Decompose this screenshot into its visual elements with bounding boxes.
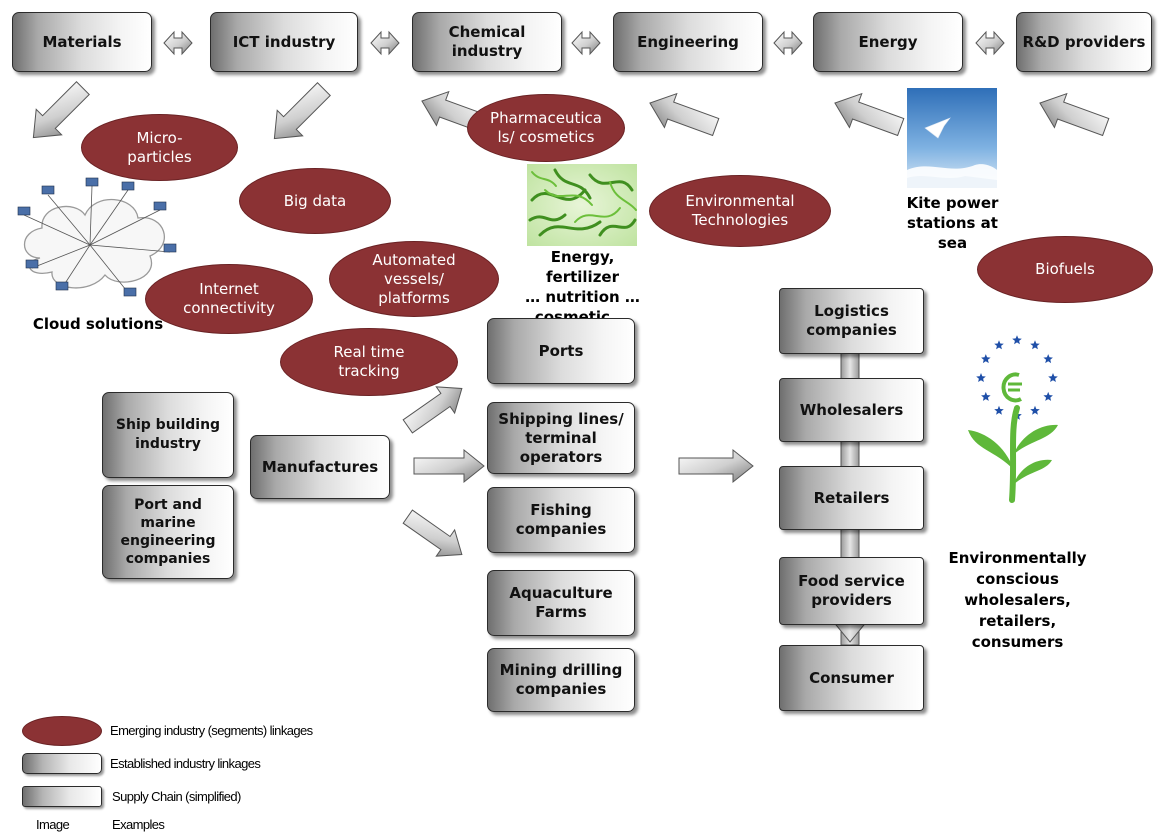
oval-internet-connectivity: Internet connectivity	[145, 264, 313, 334]
ecolabel-star	[994, 405, 1004, 415]
arrow-manufactures-fishing	[402, 509, 463, 557]
oval-environmental-technologies: Environmental Technologies	[649, 175, 831, 247]
top-box-chemical-industry: Chemical industry	[412, 12, 562, 72]
ecolabel-star	[1030, 405, 1040, 415]
top-box-engineering: Engineering	[613, 12, 763, 72]
oval-real-time-tracking: Real time tracking	[280, 328, 458, 396]
kite-photo	[907, 88, 997, 188]
oval-automated-vessels: Automated vessels/ platforms	[329, 241, 499, 317]
oval-biofuels: Biofuels	[977, 236, 1153, 303]
arrow-rnd-down	[1039, 92, 1110, 137]
legend-established-label: Established industry linkages	[110, 756, 261, 771]
double-arrow-materials-ict	[163, 30, 193, 56]
legend-image-label: Image	[36, 817, 70, 832]
oval-microparticles: Micro- particles	[81, 114, 238, 181]
supply-box-logistics: Logistics companies	[779, 288, 924, 354]
legend-emerging-swatch	[22, 716, 102, 746]
caption-cloud-solutions: Cloud solutions	[32, 315, 164, 333]
double-arrow-ict-chemical	[370, 30, 400, 56]
box-aquaculture-farms: Aquaculture Farms	[487, 570, 635, 636]
caption-algae-uses: Energy, fertilizer … nutrition … cosmeti…	[525, 248, 640, 326]
legend-supply-chain-swatch	[22, 786, 102, 807]
oval-big-data: Big data	[239, 168, 391, 234]
arrow-materials-down	[32, 81, 90, 139]
box-port-marine-engineering: Port and marine engineering companies	[102, 485, 234, 579]
double-arrow-chemical-engineering	[571, 30, 601, 56]
supply-box-food-service: Food service providers	[779, 557, 924, 625]
top-box-ict-industry: ICT industry	[210, 12, 358, 72]
arrow-ict-down	[273, 82, 331, 140]
arrow-to-supply-chain	[678, 448, 754, 484]
supply-box-retailers: Retailers	[779, 466, 924, 530]
ecolabel-star	[1030, 340, 1040, 350]
ecolabel-star	[994, 340, 1004, 350]
algae-photo	[527, 164, 637, 246]
top-box-rnd-providers: R&D providers	[1016, 12, 1152, 72]
ecolabel-star	[1048, 373, 1058, 382]
arrow-energy-down	[834, 92, 905, 137]
legend-established-swatch	[22, 753, 102, 774]
caption-kite-power: Kite power stations at sea	[906, 194, 999, 252]
ecolabel-star	[1012, 335, 1022, 345]
top-box-materials: Materials	[12, 12, 152, 72]
oval-pharmaceuticals-cosmetics: Pharmaceutica ls/ cosmetics	[467, 94, 625, 162]
eu-ecolabel-icon	[968, 335, 1058, 503]
arrow-manufactures-shipping	[413, 448, 485, 484]
legend-emerging-label: Emerging industry (segments) linkages	[110, 723, 313, 738]
ecolabel-star	[1043, 354, 1053, 364]
arrow-manufactures-ports	[402, 386, 463, 434]
ecolabel-star	[1043, 391, 1053, 401]
ecolabel-star	[981, 391, 991, 401]
caption-environmentally-conscious: Environmentally conscious wholesalers, r…	[948, 549, 1087, 651]
legend-examples-label: Examples	[112, 817, 165, 832]
ecolabel-star	[981, 354, 991, 364]
double-arrow-engineering-energy	[773, 30, 803, 56]
box-fishing-companies: Fishing companies	[487, 487, 635, 553]
ecolabel-star	[976, 373, 986, 382]
supply-box-consumer: Consumer	[779, 645, 924, 711]
legend-supply-chain-label: Supply Chain (simplified)	[112, 789, 241, 804]
supply-box-wholesalers: Wholesalers	[779, 378, 924, 442]
top-box-energy: Energy	[813, 12, 963, 72]
cloud-network-icon	[17, 177, 177, 297]
box-shipping-lines: Shipping lines/ terminal operators	[487, 402, 635, 474]
box-mining-drilling: Mining drilling companies	[487, 648, 635, 712]
arrow-engineering-down	[649, 92, 720, 137]
box-ship-building-industry: Ship building industry	[102, 392, 234, 478]
double-arrow-energy-rnd	[975, 30, 1005, 56]
box-ports: Ports	[487, 318, 635, 384]
box-manufactures: Manufactures	[250, 435, 390, 499]
